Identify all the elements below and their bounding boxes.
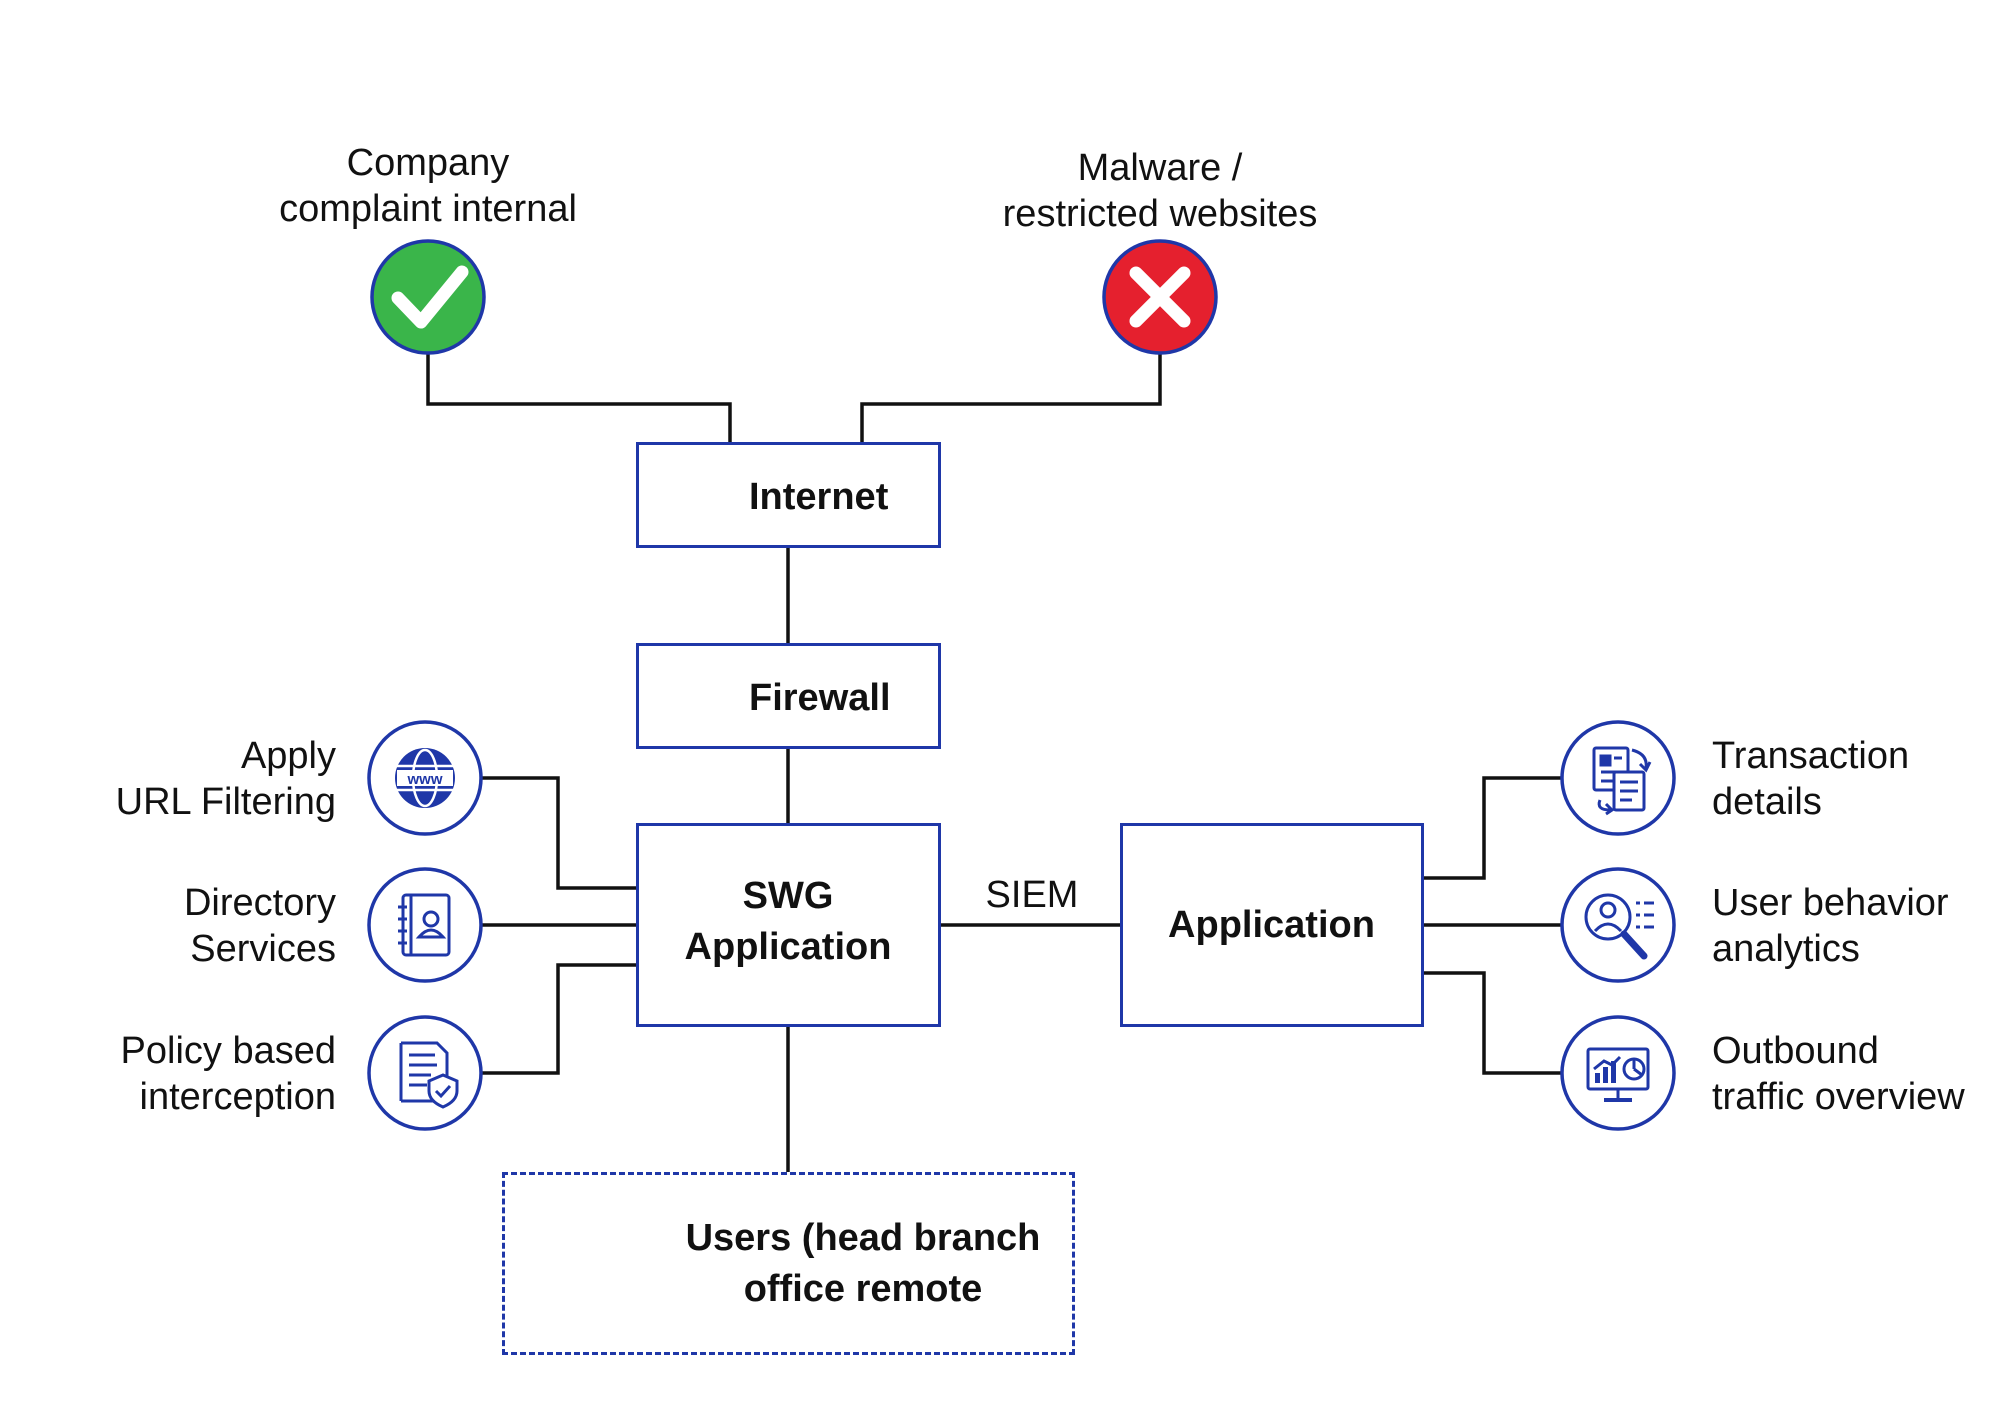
swg-application-label: SWG Application: [684, 875, 892, 969]
line-allowed-to-internet: [426, 353, 732, 442]
application-label: Application: [1168, 904, 1375, 946]
line-transaction-details: [1424, 776, 1562, 880]
firewall-node: Firewall: [636, 643, 941, 749]
outbound-traffic-label: Outbound traffic overview: [1712, 1030, 1965, 1119]
allowed-label: Company complaint internal: [279, 142, 577, 231]
user-behavior-label: User behavior analytics: [1712, 882, 1949, 971]
transaction-documents-icon: [1560, 720, 1676, 836]
internet-label: Internet: [749, 476, 889, 518]
url-filtering-label: Apply URL Filtering: [115, 735, 336, 824]
policy-interception-label: Policy based interception: [120, 1030, 336, 1119]
monitor-chart-icon: [1560, 1015, 1676, 1131]
user-search-icon: [1560, 867, 1676, 983]
connector-lines: [426, 353, 1562, 1172]
address-book-icon: [367, 867, 483, 983]
line-blocked-to-internet: [860, 353, 1162, 442]
svg-text:www: www: [406, 771, 442, 788]
line-policy-interception: [482, 963, 636, 1075]
line-outbound-traffic: [1424, 971, 1562, 1075]
application-node: Application: [1120, 823, 1424, 1027]
siem-label: SIEM: [985, 874, 1079, 916]
blocked-label: Malware / restricted websites: [1002, 147, 1318, 236]
internet-node: Internet: [636, 442, 941, 548]
line-url-filtering: [482, 776, 636, 890]
directory-services-label: Directory Services: [183, 882, 336, 971]
x-icon: [1102, 239, 1218, 355]
check-icon: [370, 239, 486, 355]
swg-application-node: SWG Application: [636, 823, 941, 1027]
users-label: Users (head branch office remote: [685, 1217, 1041, 1311]
url-filtering-icon: www: [367, 720, 483, 836]
users-node: Users (head branch office remote: [502, 1172, 1075, 1355]
firewall-label: Firewall: [749, 677, 891, 719]
document-shield-icon: [367, 1015, 483, 1131]
transaction-details-label: Transaction details: [1712, 735, 1910, 824]
